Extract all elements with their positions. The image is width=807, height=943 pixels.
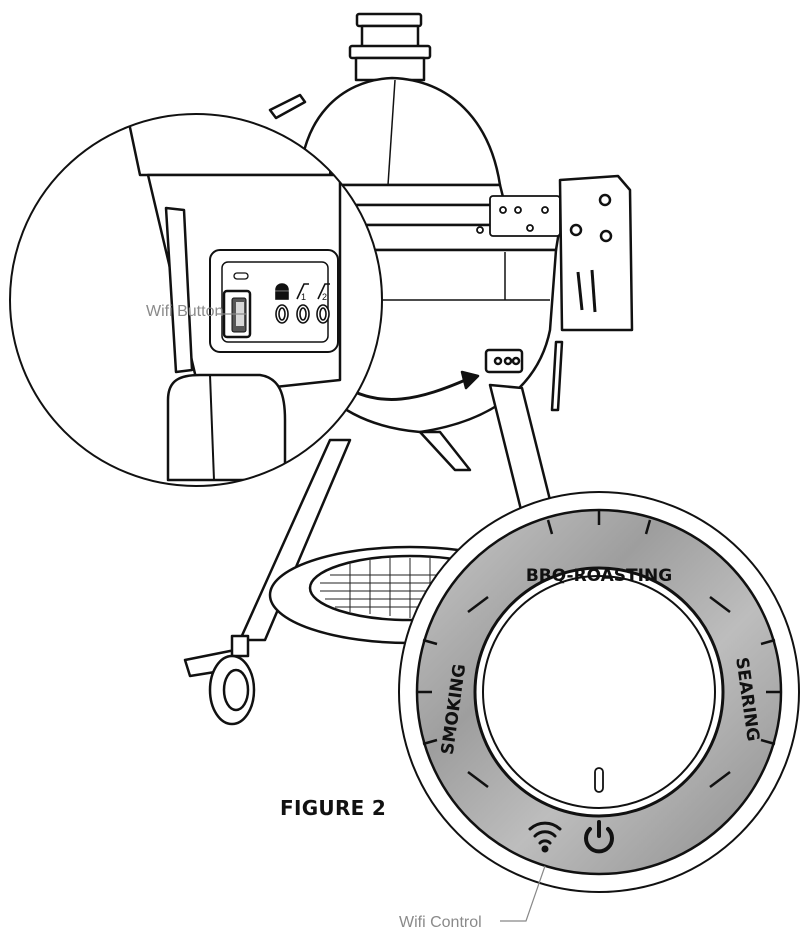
zoom-circle-wifi-button: 1 2 [9, 113, 383, 487]
probe-1-label: 1 [301, 292, 306, 302]
dome-lid [298, 76, 502, 187]
figure-label: FIGURE 2 [280, 796, 387, 820]
stand-leg-left [238, 438, 352, 642]
caster-wheel [183, 634, 256, 726]
panel-indicators [275, 283, 330, 324]
wifi-control-callout: Wifi Control [399, 914, 482, 931]
side-shelf-bracket [558, 174, 634, 332]
knob-indicator [594, 767, 604, 793]
probe-2-label: 2 [322, 292, 327, 302]
wifi-icon [528, 821, 562, 853]
zoom-circle-dial: BBQ-ROASTING SMOKING SEARING [398, 491, 800, 922]
wifi-button-callout: Wifi Button [146, 303, 224, 320]
power-icon [584, 820, 614, 854]
zone-label-top: BBQ-ROASTING [526, 566, 672, 586]
wifi-control-leader [500, 865, 546, 922]
top-vent [348, 12, 432, 82]
